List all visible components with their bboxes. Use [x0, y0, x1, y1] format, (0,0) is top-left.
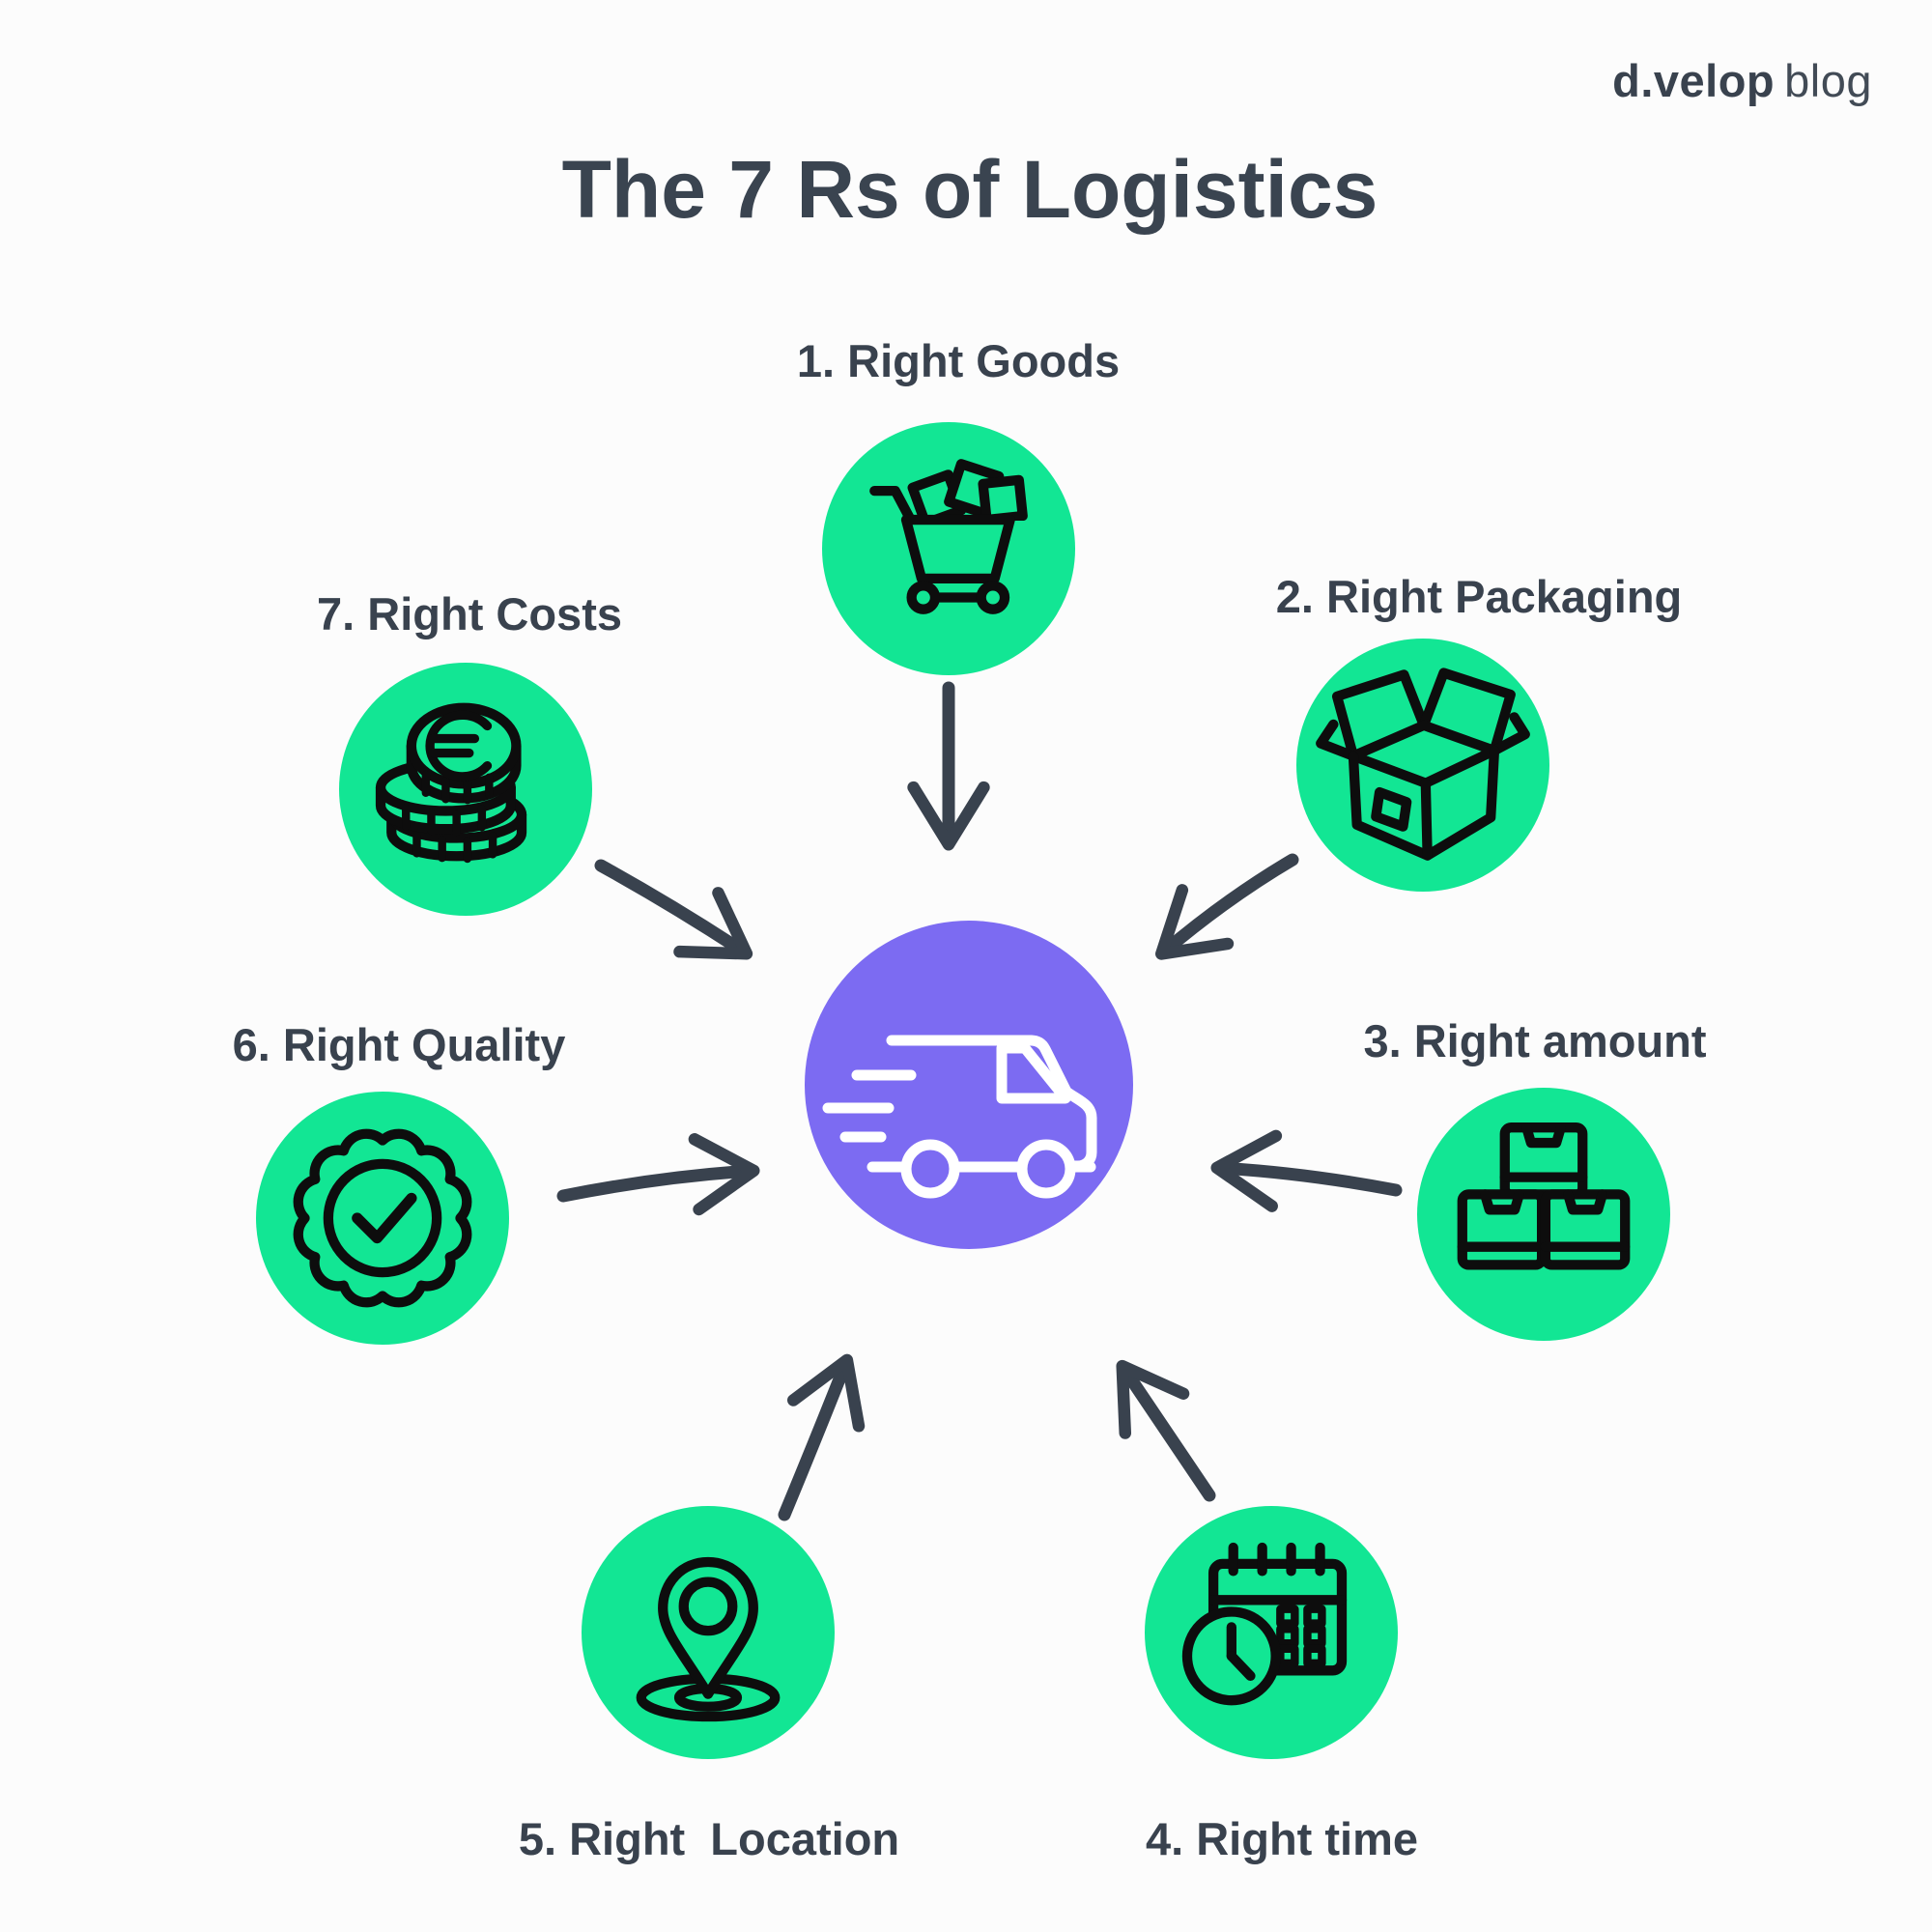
node-circle-right-quality — [256, 1092, 509, 1345]
arrow-amount-to-center — [1210, 1129, 1403, 1212]
node-circle-right-goods — [822, 422, 1075, 675]
node-circle-right-time — [1145, 1506, 1398, 1759]
delivery-truck-icon — [822, 1035, 1097, 1199]
arrow-costs-to-center — [594, 859, 753, 960]
node-circle-right-amount — [1417, 1088, 1670, 1341]
center-delivery-circle — [805, 921, 1133, 1249]
node-circle-right-costs — [339, 663, 592, 916]
stacked-boxes-icon — [1457, 1122, 1631, 1270]
location-pin-icon — [636, 1556, 781, 1722]
quality-badge-icon — [293, 1128, 472, 1308]
node-label-right-amount: 3. Right amount — [1363, 1015, 1707, 1066]
arrow-location-to-center — [778, 1353, 866, 1521]
open-box-icon — [1316, 668, 1530, 861]
logo-wordmark: d.velop — [1612, 55, 1776, 106]
node-label-right-costs: 7. Right Costs — [317, 588, 622, 639]
calendar-clock-icon — [1181, 1542, 1348, 1706]
node-label-right-packaging: 2. Right Packaging — [1275, 571, 1683, 622]
node-label-right-quality: 6. Right Quality — [232, 1019, 566, 1070]
node-circle-right-packaging — [1296, 639, 1549, 892]
node-label-right-location: 5. Right Location — [518, 1813, 900, 1864]
arrow-time-to-center — [1116, 1359, 1216, 1502]
arrow-quality-to-center — [556, 1133, 760, 1216]
logo-suffix: blog — [1784, 55, 1872, 106]
node-label-right-goods: 1. Right Goods — [796, 335, 1121, 386]
node-label-right-time: 4. Right time — [1145, 1813, 1419, 1864]
arrow-packaging-to-center — [1155, 853, 1299, 960]
node-circle-right-location — [582, 1506, 835, 1759]
page-title: The 7 Rs of Logistics — [561, 144, 1378, 235]
shopping-cart-icon — [869, 459, 1028, 614]
euro-coins-icon — [375, 702, 527, 864]
